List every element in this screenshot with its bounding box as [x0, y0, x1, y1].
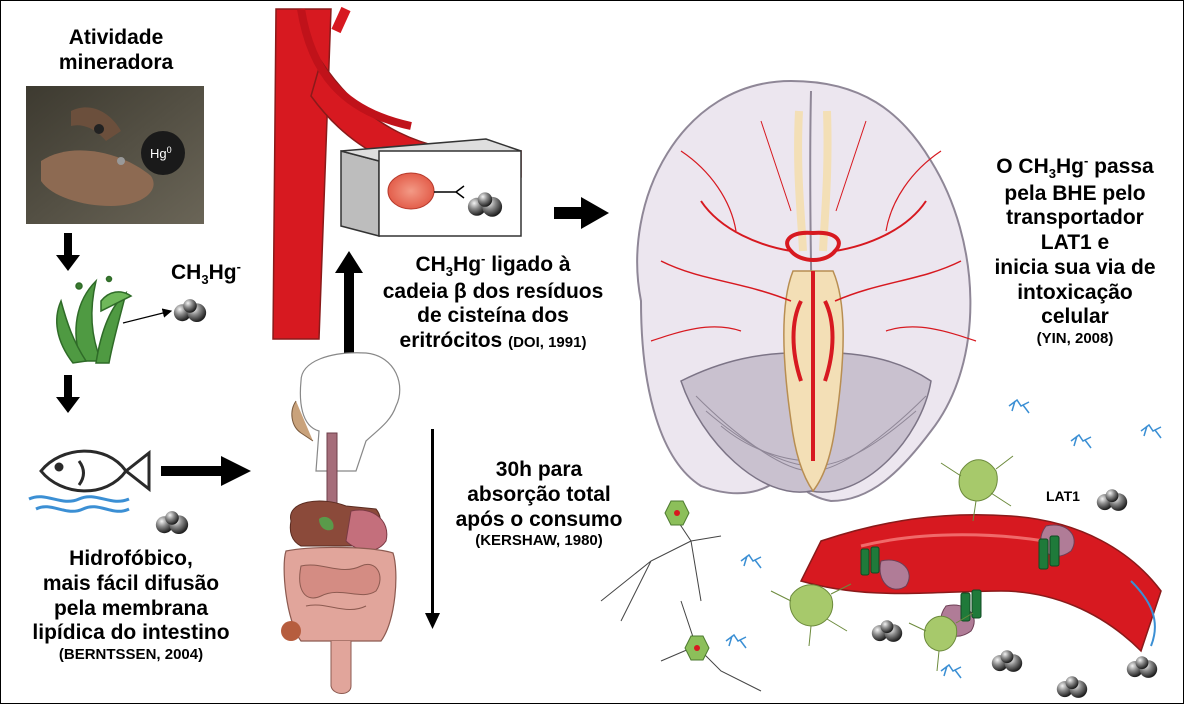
fish-icon	[41, 451, 149, 491]
arrow-algae-to-methylmercury	[123, 311, 171, 323]
arrow-absorption	[425, 429, 440, 629]
binding-hg: Hg	[453, 253, 481, 276]
binding-reference: (DOI, 1991)	[508, 334, 586, 351]
bhe-line-3: transportador	[969, 206, 1181, 231]
methylmercury-molecule-4	[872, 620, 902, 642]
absorption-line-3: após o consumo	[449, 508, 629, 533]
binding-ch: CH	[415, 253, 445, 276]
methyl-sub: 3	[201, 272, 208, 287]
binding-line-4-text: eritrócitos	[400, 329, 503, 352]
mining-photo	[26, 86, 204, 224]
bhe-line-6: intoxicação	[969, 281, 1181, 306]
methylmercury-molecule-5	[992, 650, 1022, 672]
absorption-line-1: 30h para	[449, 458, 629, 483]
methyl-hg: Hg	[209, 261, 237, 284]
methylmercury-label: CH3Hg-	[171, 259, 261, 288]
astrocyte-1	[941, 456, 1013, 521]
methylmercury-molecule-6	[1127, 656, 1157, 678]
bhe-hg: Hg	[1056, 155, 1084, 178]
digestive-system-illustration	[281, 353, 400, 694]
absorption-text: 30h para absorção total após o consumo (…	[449, 458, 629, 550]
bhe-reference: (YIN, 2008)	[969, 330, 1181, 348]
bhe-line-5: inicia sua via de	[969, 256, 1181, 281]
methylmercury-molecule-2	[156, 511, 188, 534]
arrow-algae-to-fish	[56, 375, 80, 413]
binding-line-3: de cisteína dos	[363, 304, 623, 329]
mining-title: Atividade mineradora	[41, 26, 191, 76]
bhe-text: O CH3Hg- passa pela BHE pelo transportad…	[969, 153, 1181, 348]
water-waves	[29, 497, 129, 512]
binding-line-1: CH3Hg- ligado à	[363, 251, 623, 280]
hydro-line-3: pela membrana	[6, 597, 256, 622]
bhe-sub: 3	[1049, 166, 1056, 181]
methylmercury-molecule-3	[1097, 489, 1127, 511]
mining-title-line-1: Atividade	[41, 26, 191, 51]
binding-line-2: cadeia β dos resíduos	[363, 280, 623, 305]
bhe-line-1: O CH3Hg- passa	[969, 153, 1181, 182]
blood-vessel-lower	[801, 515, 1161, 651]
hydro-reference: (BERNTSSEN, 2004)	[6, 646, 256, 664]
brain-illustration	[637, 81, 976, 501]
erythrocyte-binding-text: CH3Hg- ligado à cadeia β dos resíduos de…	[363, 251, 623, 354]
bhe-line-7: celular	[969, 305, 1181, 330]
arrow-gut-to-blood	[335, 251, 363, 353]
arrow-mining-to-algae	[56, 233, 80, 271]
arrow-blood-to-brain	[554, 197, 609, 229]
methylmercury-molecule-1	[174, 299, 206, 322]
bhe-line-2: pela BHE pelo	[969, 182, 1181, 207]
bhe-o-ch: O CH	[996, 155, 1049, 178]
hydro-line-4: lipídica do intestino	[6, 621, 256, 646]
hg0-text: Hg	[150, 146, 167, 161]
bhe-rest: passa	[1088, 155, 1153, 178]
mining-title-line-2: mineradora	[41, 51, 191, 76]
binding-sub: 3	[446, 264, 453, 279]
absorption-reference: (KERSHAW, 1980)	[449, 532, 629, 550]
methyl-sup: -	[237, 259, 241, 274]
algae-illustration	[57, 277, 131, 364]
hydrophobic-text: Hidrofóbico, mais fácil difusão pela mem…	[6, 547, 256, 664]
hydro-line-1: Hidrofóbico,	[6, 547, 256, 572]
methyl-ch: CH	[171, 261, 201, 284]
binding-line-4: eritrócitos (DOI, 1991)	[363, 329, 623, 354]
binding-rest: ligado à	[485, 253, 570, 276]
hydro-line-2: mais fácil difusão	[6, 572, 256, 597]
arrow-fish-to-gut	[161, 456, 251, 486]
lat1-tag: LAT1	[1046, 488, 1080, 505]
red-blood-cell	[388, 173, 434, 209]
hg0-sup: 0	[167, 145, 172, 155]
absorption-line-2: absorção total	[449, 483, 629, 508]
bhe-line-4: LAT1 e	[969, 231, 1181, 256]
methylmercury-molecule-7	[1057, 676, 1087, 698]
astrocyte-2	[771, 584, 851, 646]
